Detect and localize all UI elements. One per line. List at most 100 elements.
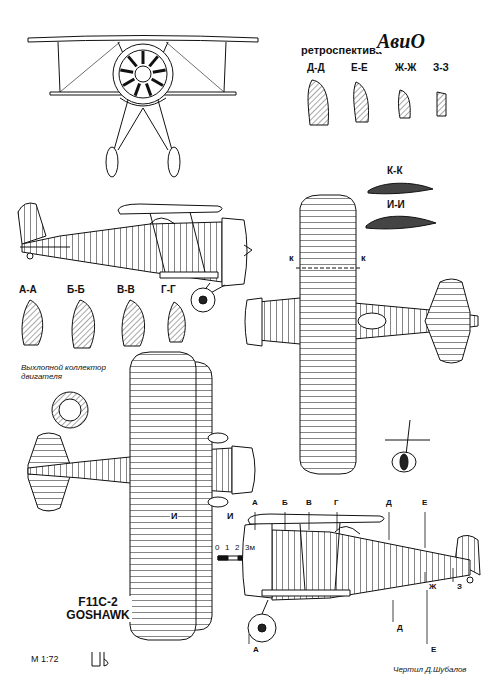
top-view (296, 268, 360, 269)
front-view (123, 79, 134, 86)
front-view (135, 83, 139, 95)
section-mark: Ж (428, 583, 437, 592)
side-view (18, 203, 46, 244)
exhaust-collector (52, 392, 88, 428)
side-view-sections (262, 590, 350, 596)
top-view (358, 313, 386, 329)
gear-detail (392, 452, 416, 472)
publisher-logo (92, 652, 108, 666)
front-view (149, 56, 157, 66)
exhaust-collector (59, 399, 81, 421)
section-label: А-А (18, 284, 38, 295)
section-mark: А (251, 499, 259, 508)
section-label: Ж-Ж (394, 62, 417, 73)
front-view (60, 42, 120, 92)
airfoil-section (366, 183, 436, 229)
side-view-sections (467, 577, 473, 583)
side-view-sections (249, 512, 453, 644)
aircraft-title: F11C-2 GOSHAWK (64, 596, 132, 622)
front-view (28, 36, 258, 43)
scale-number: 1 (224, 544, 230, 553)
section-mark: к (288, 254, 295, 264)
front-view (166, 42, 224, 92)
section-label: В-В (116, 284, 136, 295)
section-mark: Г (333, 499, 340, 508)
side-view (27, 253, 33, 259)
side-view (199, 296, 207, 304)
wing-section (308, 80, 328, 125)
fuselage-section (22, 300, 185, 348)
section-label: К-К (386, 165, 404, 176)
front-view (120, 51, 165, 96)
front-view (168, 147, 180, 177)
section-mark: И (226, 512, 234, 522)
bottom-view (208, 433, 228, 443)
side-view (20, 247, 70, 248)
front-view (120, 70, 133, 72)
side-view-sections (258, 624, 266, 632)
side-view-sections (243, 512, 481, 644)
fuselage-section (168, 302, 185, 342)
scale-note: М 1:72 (30, 655, 60, 665)
wing-section (399, 90, 411, 118)
section-mark: Б (281, 499, 289, 508)
wing-section (354, 82, 369, 122)
top-view (245, 298, 262, 346)
scale-number: 2 (234, 544, 240, 553)
section-mark: Д (385, 499, 393, 508)
section-label: Д-Д (306, 62, 326, 73)
section-mark: Е (430, 646, 437, 655)
gear-detail (406, 420, 410, 455)
side-view (244, 245, 252, 256)
scale-number: 0 (214, 544, 220, 553)
side-view (22, 222, 222, 282)
bottom-view (208, 497, 228, 507)
airfoil-section (366, 216, 436, 229)
side-view (118, 204, 222, 214)
magazine-logo: АвиО (376, 30, 426, 52)
front-view (28, 36, 258, 178)
scale-number: 3м (244, 544, 256, 553)
publisher-logo (92, 652, 108, 666)
wing-section (437, 92, 446, 116)
bottom-view (232, 446, 255, 494)
section-label: Г-Г (160, 284, 177, 295)
front-view (142, 51, 145, 64)
front-view (58, 42, 60, 92)
side-view (191, 288, 215, 312)
side-view (150, 213, 165, 272)
front-view (119, 50, 167, 98)
front-view (135, 66, 151, 82)
side-view-sections (335, 522, 340, 590)
section-mark: Е (421, 499, 428, 508)
section-label: Б-Б (66, 284, 86, 295)
side-view (160, 272, 218, 278)
side-view-sections (248, 514, 384, 524)
section-mark: А (252, 646, 260, 655)
magazine-name: ретроспектива (300, 44, 383, 56)
front-view (114, 100, 172, 150)
side-view (222, 218, 247, 286)
side-view-sections (248, 614, 276, 642)
side-view (190, 212, 205, 272)
side-view-sections (262, 600, 268, 614)
gear-detail (385, 420, 430, 472)
scale-bar (218, 556, 228, 560)
side-view-sections (249, 512, 453, 644)
side-view (150, 218, 175, 224)
detail-caption: Выхлопной коллектор двигателя (20, 364, 114, 382)
front-view (224, 42, 226, 92)
exhaust-collector (52, 392, 88, 428)
gear-detail (400, 454, 408, 470)
side-view-sections (243, 522, 273, 598)
front-view (113, 44, 173, 104)
fuselage-section (72, 300, 95, 348)
section-label: И-И (386, 199, 406, 210)
section-label: Е-Е (350, 62, 369, 73)
side-view (18, 203, 252, 312)
bottom-view (28, 352, 255, 640)
top-view (425, 279, 470, 363)
section-mark: И (170, 512, 178, 522)
